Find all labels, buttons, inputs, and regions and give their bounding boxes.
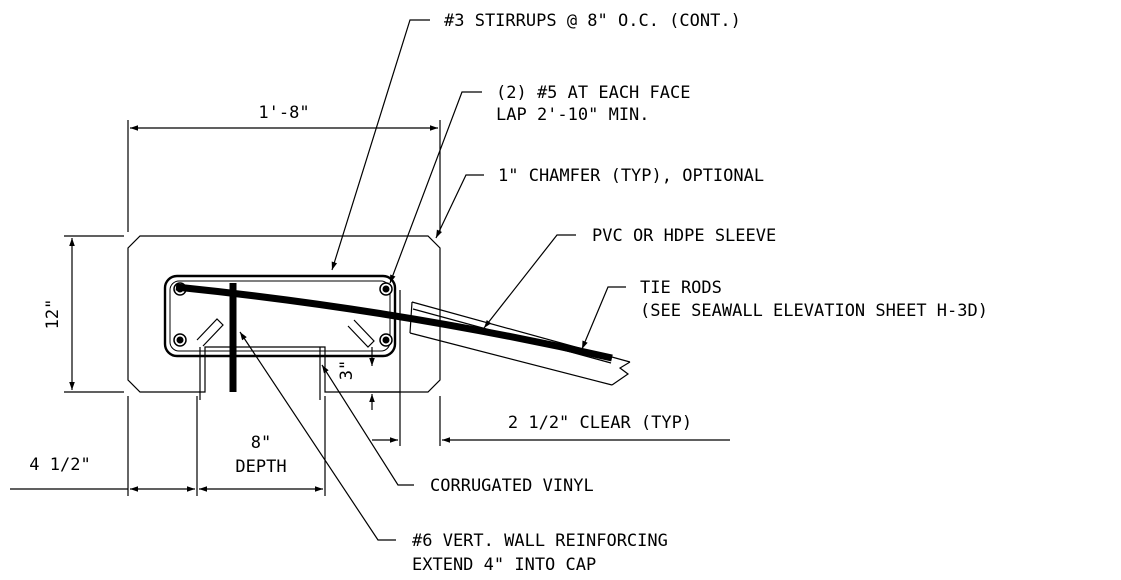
cap-outline [127, 235, 441, 393]
depth-dimension-value: 8" [251, 433, 271, 453]
reinf-callout-line1: #6 VERT. WALL REINFORCING [412, 531, 668, 551]
tie-rod [175, 283, 613, 362]
clear-cover-label: 2 1/2" CLEAR (TYP) [508, 413, 692, 433]
width-dimension-label: 1'-8" [258, 103, 309, 123]
vinyl-callout: CORRUGATED VINYL [430, 476, 594, 496]
chamfer-callout: 1" CHAMFER (TYP), OPTIONAL [498, 166, 764, 186]
depth-dimension-label: DEPTH [235, 457, 286, 477]
vinyl-leader [321, 364, 414, 486]
bars-callout-line1: (2) #5 AT EACH FACE [496, 83, 690, 103]
bottom-dimensions [10, 396, 326, 496]
tie-rods-callout-line2: (SEE SEAWALL ELEVATION SHEET H-3D) [640, 301, 988, 321]
clear-cover-dimension [372, 290, 730, 446]
width-dimension [127, 120, 441, 232]
chamfer-leader [435, 174, 484, 239]
sleeve-callout: PVC OR HDPE SLEEVE [592, 226, 776, 246]
tie-rods-callout-line1: TIE RODS [640, 278, 722, 298]
bars-leader [389, 91, 482, 284]
reinf-leader [239, 331, 396, 541]
tie-rods-leader [581, 286, 626, 350]
offset-dimension-label: 4 1/2" [29, 455, 90, 475]
stirrups-leader [331, 19, 430, 271]
bars-callout-line2: LAP 2'-10" MIN. [496, 105, 650, 125]
corrugated-vinyl-sheet [199, 347, 321, 400]
stirrup-hooks [196, 318, 375, 348]
sleeve-leader [483, 234, 576, 329]
vinyl-gap-dimension-label: 3" [337, 360, 357, 380]
vinyl-gap-dimension [360, 347, 400, 410]
reinf-callout-line2: EXTEND 4" INTO CAP [412, 555, 596, 575]
height-dimension-label: 12" [43, 299, 63, 330]
height-dimension [64, 235, 124, 393]
stirrups-callout: #3 STIRRUPS @ 8" O.C. (CONT.) [444, 11, 741, 31]
